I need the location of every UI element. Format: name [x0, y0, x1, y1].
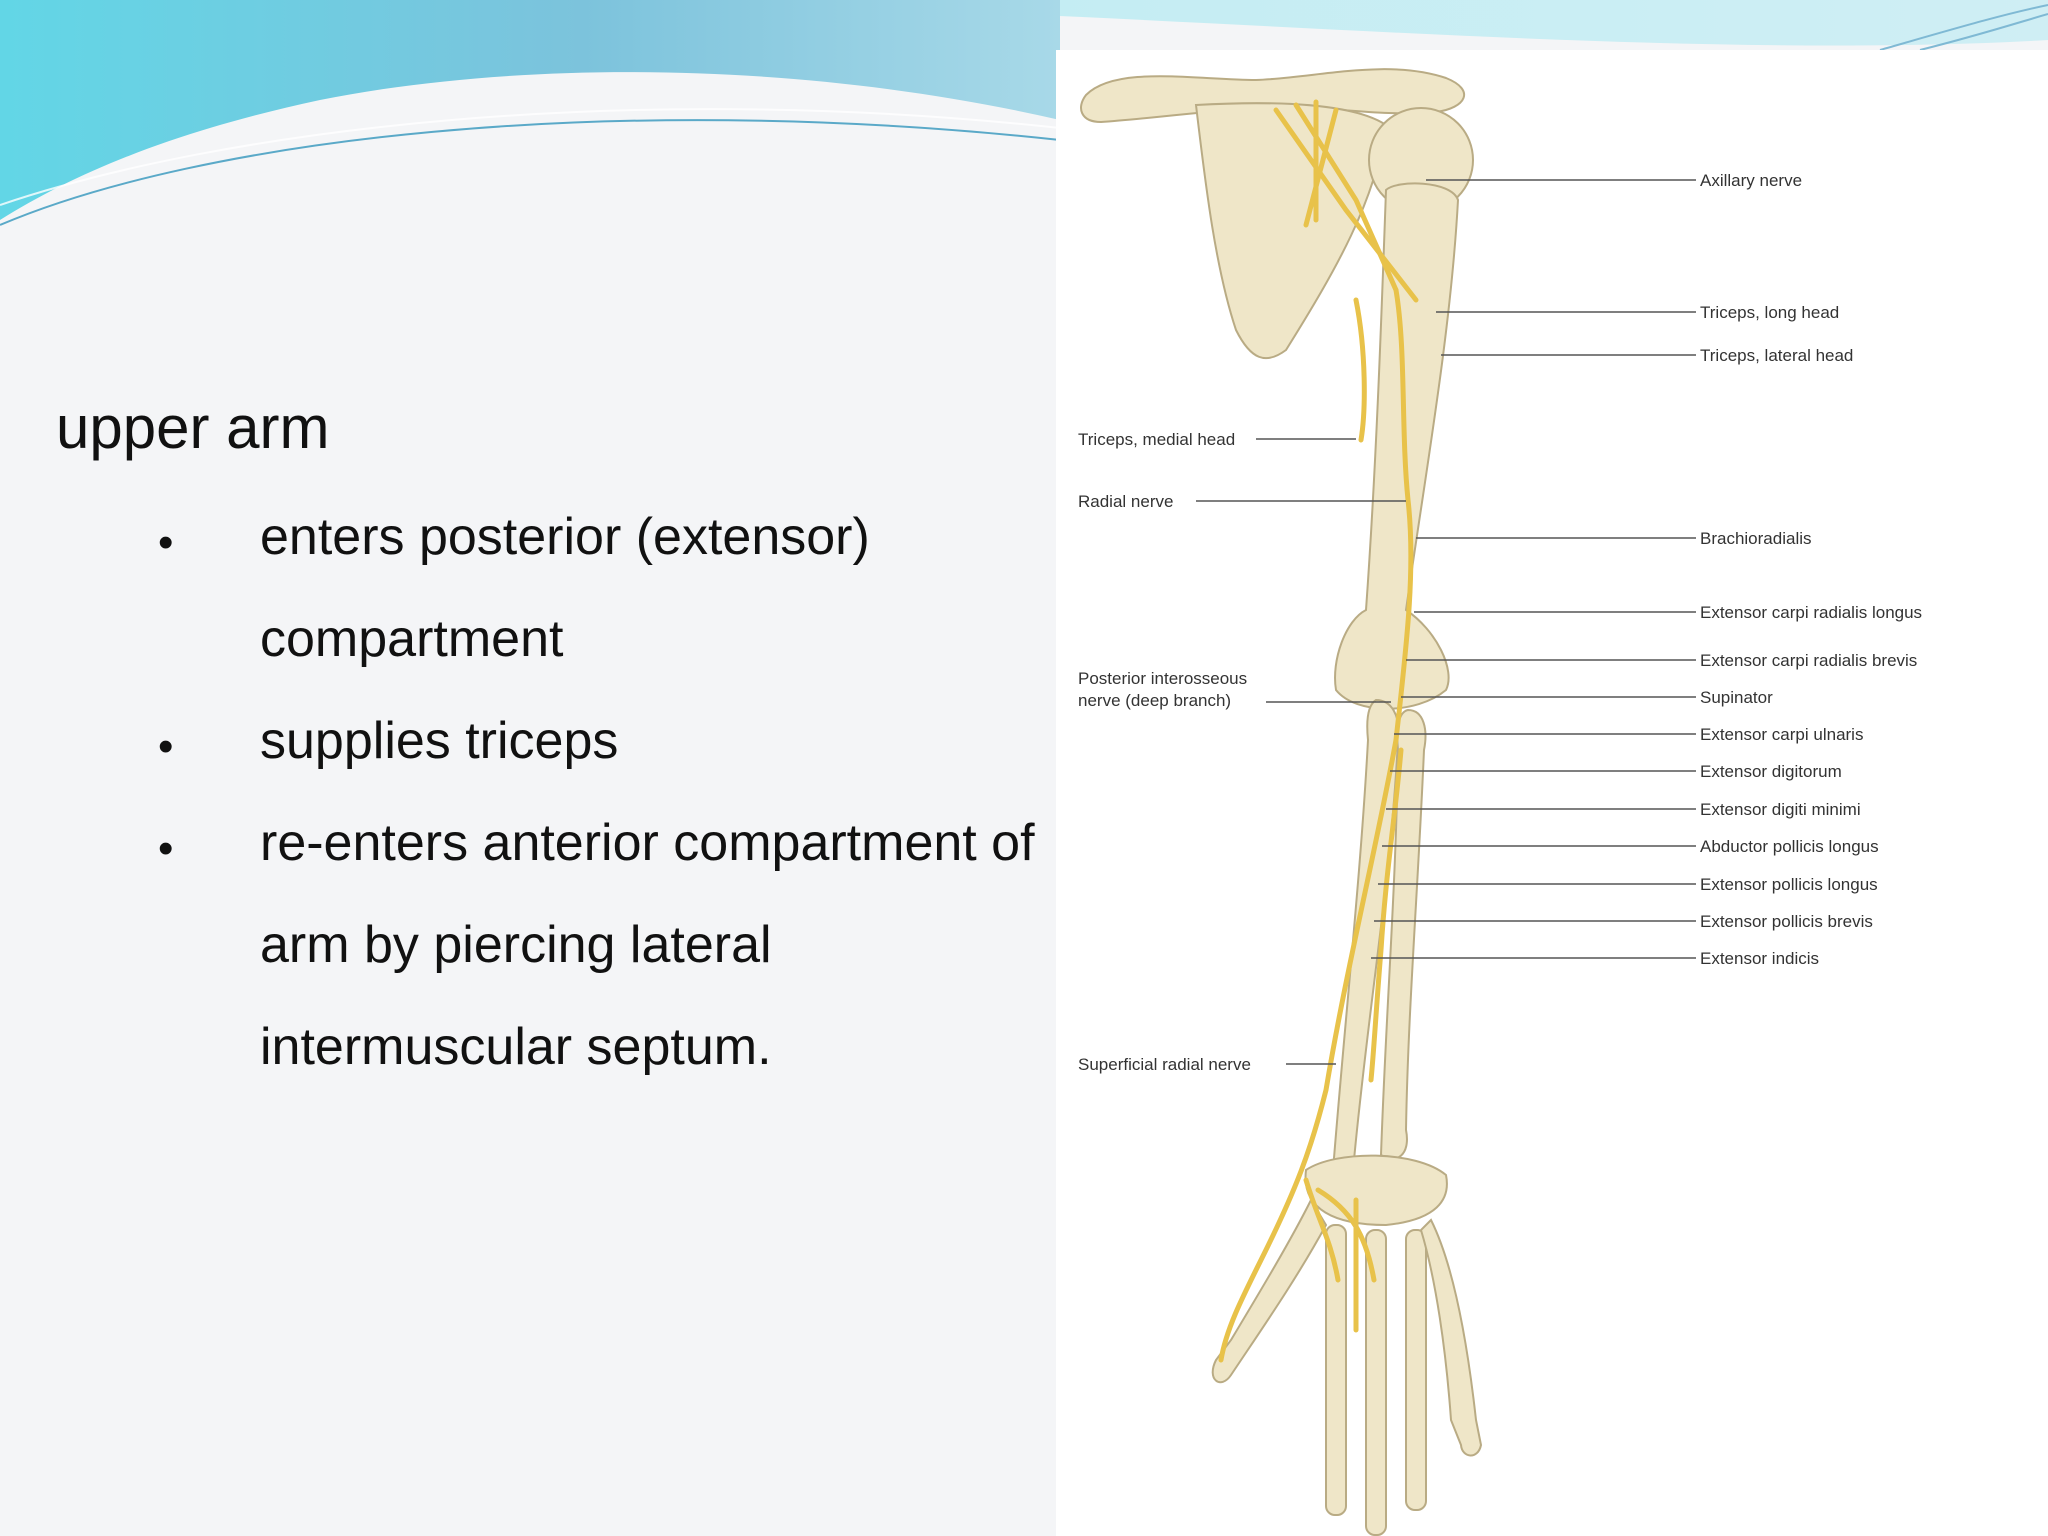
bullet-line: arm by piercing lateral	[260, 916, 772, 974]
bullet-dot: •	[158, 518, 174, 567]
label-ecr-brevis: Extensor carpi radialis brevis	[1700, 651, 1917, 670]
bullet-line: re-enters anterior compartment of	[260, 814, 1035, 872]
label-ec-ulnaris: Extensor carpi ulnaris	[1700, 725, 1863, 744]
label-supinator: Supinator	[1700, 688, 1773, 707]
label-posterior-interosseous-2: nerve (deep branch)	[1078, 691, 1231, 710]
brachial-plexus-cords	[1273, 107, 1419, 303]
label-extensor-digiti-minimi: Extensor digiti minimi	[1700, 800, 1861, 819]
label-extensor-digitorum: Extensor digitorum	[1700, 762, 1842, 781]
finger-little	[1419, 1218, 1483, 1457]
carpals	[1304, 1154, 1448, 1227]
wave-line-1	[0, 119, 1061, 226]
label-extensor-pollicis-brevis: Extensor pollicis brevis	[1700, 912, 1873, 931]
bullet-line: supplies triceps	[260, 712, 619, 770]
finger-index	[1325, 1224, 1347, 1516]
bullet-dot: •	[158, 722, 174, 771]
posterior-interosseous-nerve	[1368, 747, 1404, 1083]
humerus	[1334, 182, 1460, 710]
slide-text-area: upper arm • enters posterior (extensor) …	[56, 394, 1035, 1076]
label-brachioradialis: Brachioradialis	[1700, 529, 1812, 548]
label-extensor-pollicis-longus: Extensor pollicis longus	[1700, 875, 1878, 894]
labels-left: Triceps, medial head Radial nerve Poster…	[1078, 430, 1251, 1074]
label-triceps-lateral-head: Triceps, lateral head	[1700, 346, 1853, 365]
bullet-text: enters posterior (extensor) compartment	[260, 486, 1140, 690]
slide-heading: upper arm	[56, 394, 330, 461]
bones	[1080, 68, 1483, 1536]
wave-line-3	[1879, 4, 2048, 51]
labels-right: Axillary nerve Triceps, long head Tricep…	[1700, 171, 1922, 968]
finger-ring	[1405, 1229, 1427, 1511]
label-superficial-radial-nerve: Superficial radial nerve	[1078, 1055, 1251, 1074]
bullet-line: compartment	[260, 610, 564, 668]
label-triceps-medial-head: Triceps, medial head	[1078, 430, 1235, 449]
label-abductor-pollicis-longus: Abductor pollicis longus	[1700, 837, 1879, 856]
superficial-radial-nerve	[1218, 737, 1399, 1363]
wave-front	[0, 0, 1060, 220]
wave-back	[0, 0, 2048, 46]
bullet-dot: •	[158, 824, 174, 873]
bullet-text: re-enters anterior compartment of arm by…	[260, 792, 1140, 1098]
clavicle	[1080, 68, 1466, 124]
arm-skeleton-illustration: Axillary nerve Triceps, long head Tricep…	[1078, 68, 1922, 1536]
bullet-line: intermuscular septum.	[260, 1018, 772, 1076]
label-triceps-long-head: Triceps, long head	[1700, 303, 1839, 322]
leader-lines	[1196, 179, 1696, 1065]
radial-nerve-branches	[1218, 99, 1419, 1363]
radial-nerve-diagram: Axillary nerve Triceps, long head Tricep…	[1056, 50, 2048, 1536]
finger-middle	[1365, 1229, 1387, 1536]
label-extensor-indicis: Extensor indicis	[1700, 949, 1819, 968]
medial-head-branch	[1353, 297, 1367, 443]
scapula	[1194, 102, 1388, 360]
label-axillary-nerve: Axillary nerve	[1700, 171, 1802, 190]
label-ecr-longus: Extensor carpi radialis longus	[1700, 603, 1922, 622]
wave-line-4	[1919, 13, 2048, 51]
label-radial-nerve: Radial nerve	[1078, 492, 1173, 511]
thumb	[1211, 1197, 1328, 1384]
bullet-line: enters posterior (extensor)	[260, 508, 870, 566]
radial-nerve-trunk	[1393, 287, 1414, 743]
bullet-text: supplies triceps	[260, 690, 1140, 792]
wave-line-2	[0, 108, 1061, 206]
label-posterior-interosseous-1: Posterior interosseous	[1078, 669, 1247, 688]
